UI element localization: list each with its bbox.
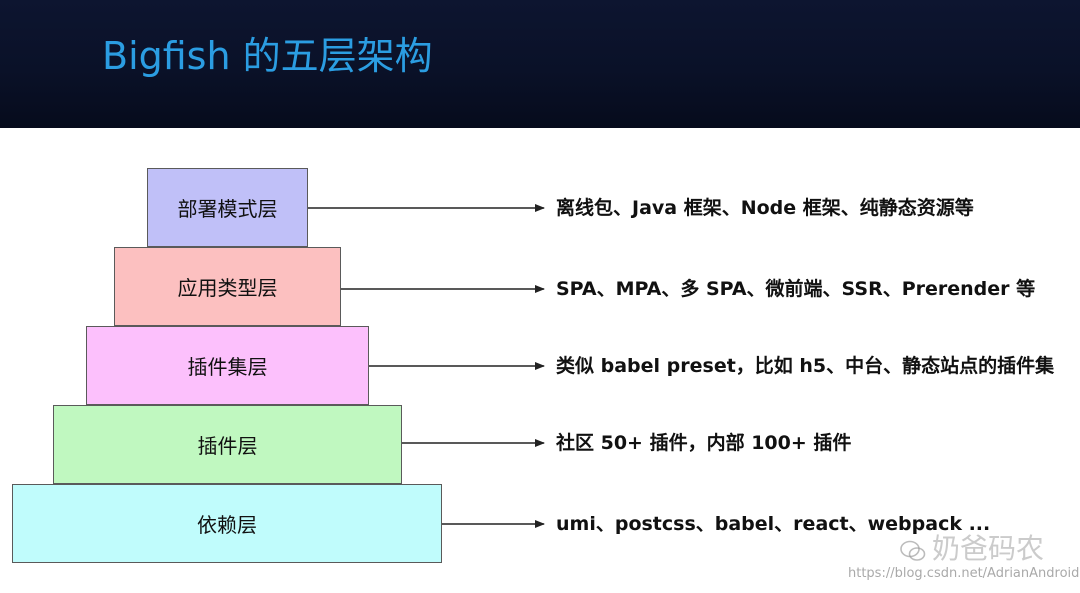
layer-description-dependency: umi、postcss、babel、react、webpack ... (556, 513, 991, 535)
layer-description-deployment: 离线包、Java 框架、Node 框架、纯静态资源等 (556, 197, 974, 219)
layer-description-app-type: SPA、MPA、多 SPA、微前端、SSR、Prerender 等 (556, 278, 1036, 300)
watermark-url: https://blog.csdn.net/AdrianAndroid (848, 566, 1080, 581)
layer-plugin: 插件层 (53, 405, 402, 484)
watermark-logo-text: 奶爸码农 (932, 532, 1045, 565)
layer-deployment: 部署模式层 (147, 168, 308, 247)
layer-plugin-set: 插件集层 (86, 326, 369, 405)
layer-label: 依赖层 (197, 513, 257, 537)
watermark-logo: 奶爸码农 (900, 527, 1044, 567)
wechat-icon (900, 536, 926, 561)
layer-dependency: 依赖层 (12, 484, 442, 563)
layer-description-plugin: 社区 50+ 插件，内部 100+ 插件 (556, 432, 852, 454)
layer-label: 应用类型层 (177, 276, 278, 300)
layer-description-plugin-set: 类似 babel preset，比如 h5、中台、静态站点的插件集 (556, 355, 1055, 377)
layer-label: 插件层 (197, 434, 258, 458)
layer-label: 插件集层 (187, 355, 268, 379)
layer-label: 部署模式层 (177, 197, 278, 221)
page-title: Bigfish 的五层架构 (102, 34, 433, 78)
layer-app-type: 应用类型层 (114, 247, 341, 326)
title-bar: Bigfish 的五层架构 (0, 0, 1080, 128)
